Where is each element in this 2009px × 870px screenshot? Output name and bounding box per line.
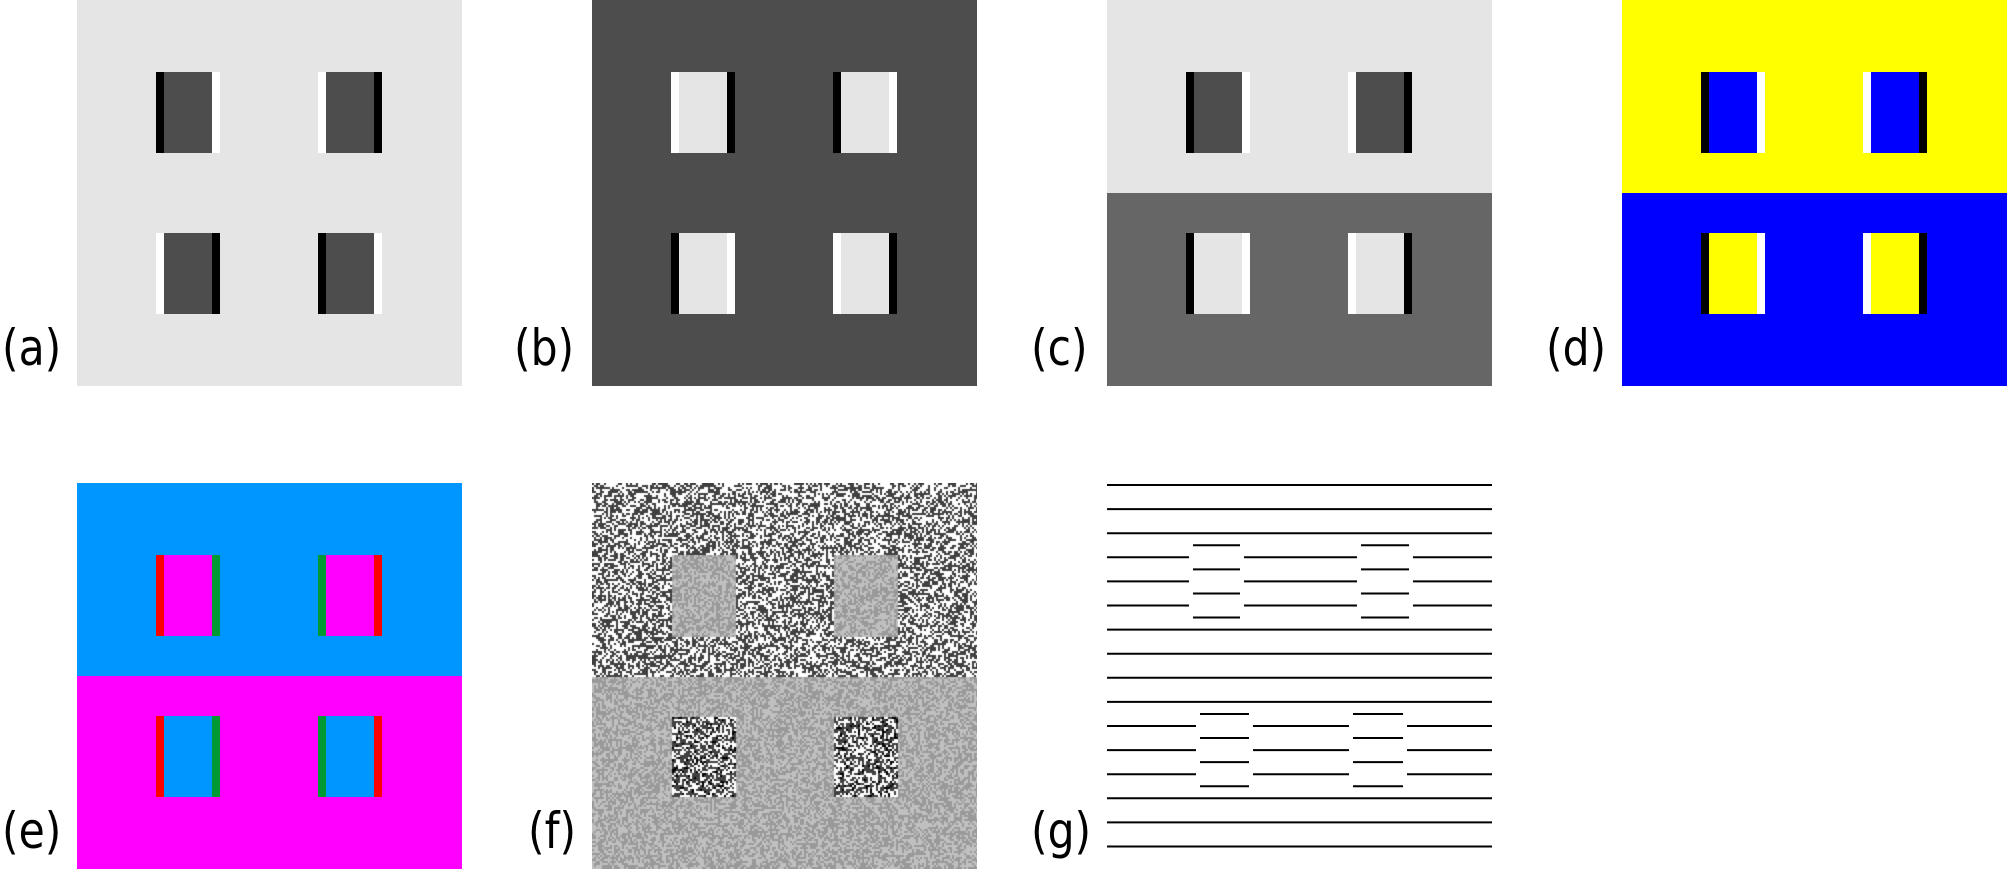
- left-edge-stripe: [833, 233, 841, 314]
- right-edge-stripe: [374, 555, 382, 636]
- square: [156, 555, 220, 636]
- right-edge-stripe: [1919, 233, 1927, 314]
- left-edge-stripe: [1863, 233, 1871, 314]
- panel-b: [592, 0, 977, 386]
- right-edge-stripe: [374, 716, 382, 797]
- square: [1186, 72, 1250, 153]
- left-edge-stripe: [1348, 72, 1356, 153]
- right-edge-stripe: [1757, 72, 1765, 153]
- panel-label: (d): [1546, 319, 1607, 377]
- right-edge-stripe: [374, 72, 382, 153]
- left-edge-stripe: [671, 233, 679, 314]
- panel-background-top: [77, 0, 462, 193]
- left-edge-stripe: [318, 716, 326, 797]
- left-edge-stripe: [156, 233, 164, 314]
- left-edge-stripe: [1701, 233, 1709, 314]
- square: [1863, 72, 1927, 153]
- left-edge-stripe: [1701, 72, 1709, 153]
- panel-background-top: [1622, 0, 2007, 193]
- square: [1348, 72, 1412, 153]
- panel-background-bottom: [1622, 193, 2007, 386]
- square: [156, 233, 220, 314]
- square: [156, 72, 220, 153]
- panel-background-top: [77, 483, 462, 676]
- left-edge-stripe: [833, 72, 841, 153]
- left-edge-stripe: [671, 72, 679, 153]
- square: [1701, 72, 1765, 153]
- panel-label: (e): [2, 802, 62, 860]
- square: [318, 555, 382, 636]
- lines-svg: [1107, 484, 1492, 848]
- right-edge-stripe: [212, 233, 220, 314]
- left-edge-stripe: [156, 716, 164, 797]
- panel-background-bottom: [1107, 193, 1492, 386]
- square: [833, 72, 897, 153]
- panel-label: (f): [528, 802, 577, 860]
- square: [318, 716, 382, 797]
- square: [318, 233, 382, 314]
- panel-d: [1622, 0, 2007, 386]
- left-edge-stripe: [1186, 233, 1194, 314]
- right-edge-stripe: [1242, 72, 1250, 153]
- panel-label: (a): [2, 319, 62, 377]
- panel-background-bottom: [592, 193, 977, 386]
- panel-label: (b): [514, 319, 575, 377]
- right-edge-stripe: [212, 72, 220, 153]
- left-edge-stripe: [1186, 72, 1194, 153]
- right-edge-stripe: [1242, 233, 1250, 314]
- panel-f: [592, 483, 977, 869]
- square: [1863, 233, 1927, 314]
- right-edge-stripe: [1919, 72, 1927, 153]
- right-edge-stripe: [1404, 72, 1412, 153]
- square: [671, 233, 735, 314]
- left-edge-stripe: [1348, 233, 1356, 314]
- panel-e: [77, 483, 462, 869]
- right-edge-stripe: [727, 233, 735, 314]
- square: [833, 233, 897, 314]
- panel-label: (g): [1031, 802, 1092, 860]
- right-edge-stripe: [212, 716, 220, 797]
- right-edge-stripe: [1404, 233, 1412, 314]
- right-edge-stripe: [889, 233, 897, 314]
- panel-label: (c): [1031, 319, 1088, 377]
- noise-canvas: [592, 483, 977, 869]
- panel-background-bottom: [77, 193, 462, 386]
- square: [156, 716, 220, 797]
- panel-a: [77, 0, 462, 386]
- left-edge-stripe: [318, 555, 326, 636]
- square: [1186, 233, 1250, 314]
- square: [1348, 233, 1412, 314]
- panel-c: [1107, 0, 1492, 386]
- right-edge-stripe: [212, 555, 220, 636]
- panel-background-top: [1107, 0, 1492, 193]
- panel-background-top: [592, 0, 977, 193]
- left-edge-stripe: [318, 233, 326, 314]
- panel-g: [1107, 483, 1492, 869]
- square: [671, 72, 735, 153]
- left-edge-stripe: [1863, 72, 1871, 153]
- right-edge-stripe: [889, 72, 897, 153]
- left-edge-stripe: [318, 72, 326, 153]
- left-edge-stripe: [156, 72, 164, 153]
- square: [318, 72, 382, 153]
- right-edge-stripe: [1757, 233, 1765, 314]
- left-edge-stripe: [156, 555, 164, 636]
- right-edge-stripe: [727, 72, 735, 153]
- square: [1701, 233, 1765, 314]
- panel-background-bottom: [77, 676, 462, 869]
- right-edge-stripe: [374, 233, 382, 314]
